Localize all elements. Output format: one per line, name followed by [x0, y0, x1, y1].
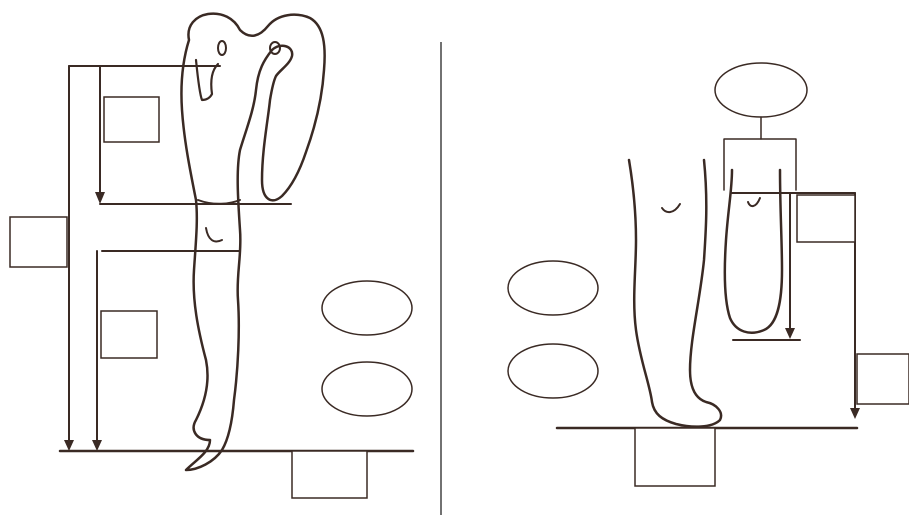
right-box-total [857, 354, 909, 404]
right-total-arrowhead [850, 408, 860, 419]
right-bracket [724, 139, 796, 190]
right-residual-limb-outline [725, 170, 782, 333]
left-oval-upper [322, 281, 412, 335]
left-figure-knee [206, 228, 222, 242]
right-oval-b [508, 344, 598, 398]
left-outer-arrowhead [64, 440, 74, 451]
left-oval-lower [322, 362, 412, 416]
left-box-total-length [10, 217, 67, 267]
left-thigh-arrowhead [95, 192, 105, 204]
right-residual-limb [725, 170, 782, 333]
left-figure-mark-a [218, 41, 226, 55]
right-panel [508, 63, 909, 486]
left-figure-outline [181, 14, 324, 470]
right-intact-leg [629, 160, 721, 427]
right-intact-leg-knee [662, 204, 680, 212]
left-box-thigh [104, 97, 159, 142]
right-box-bottom [635, 428, 715, 486]
right-residual-limb-knee [748, 198, 760, 206]
right-oval-a [508, 261, 598, 315]
left-panel [10, 14, 413, 498]
left-leg-figure [181, 14, 324, 470]
right-oval-top [715, 63, 807, 117]
left-box-shank [101, 311, 157, 358]
left-box-bottom [292, 451, 367, 498]
right-stump-arrowhead [785, 328, 795, 339]
right-box-stump [797, 195, 855, 242]
left-shank-arrowhead [92, 440, 102, 451]
right-intact-leg-outline [629, 160, 721, 427]
